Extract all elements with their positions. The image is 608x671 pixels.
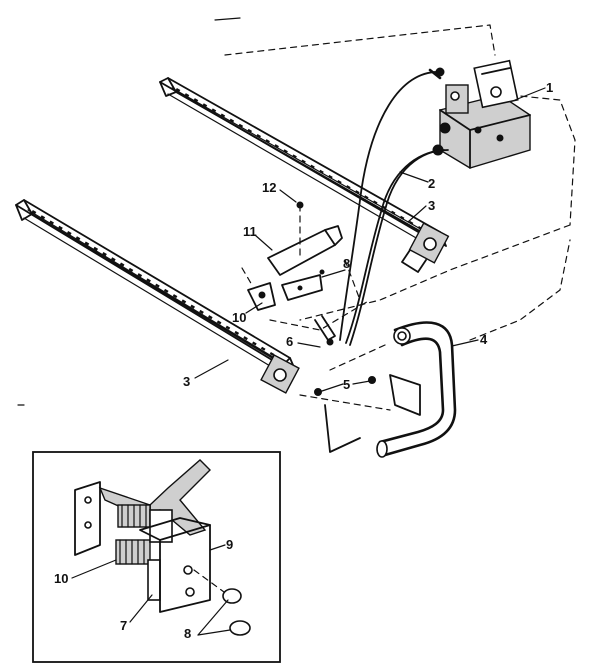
manifold-pipe: [324, 321, 457, 458]
upper-burner: [159, 77, 450, 273]
burner-port: [146, 278, 151, 283]
burner-port: [345, 185, 351, 190]
burner-port: [229, 118, 235, 123]
burner-port: [211, 108, 217, 113]
burner-port: [247, 128, 253, 133]
burner-port: [234, 330, 240, 336]
callout-3-lower: 3: [183, 374, 190, 389]
burner-port: [274, 144, 279, 149]
burner-port: [184, 93, 190, 98]
burner-port: [49, 220, 54, 225]
callout-1: 1: [546, 80, 553, 95]
burner-port: [40, 215, 46, 220]
burner-port: [31, 209, 37, 215]
burner-port: [102, 252, 107, 257]
burner-port: [283, 149, 288, 154]
screws: [314, 376, 376, 396]
callout-3-upper: 3: [428, 198, 435, 213]
assembly-outline: [17, 17, 576, 411]
burner-port: [363, 195, 369, 200]
burner-port: [119, 262, 125, 267]
burner-port: [172, 294, 178, 299]
burner-port: [111, 257, 116, 262]
burner-ports: [31, 209, 275, 357]
callout-5: 5: [343, 377, 350, 392]
burner-port: [137, 273, 143, 278]
burner-port: [408, 220, 414, 225]
callout-11: 11: [243, 224, 257, 239]
burner-port: [269, 351, 275, 357]
burner-port: [328, 174, 333, 179]
burner-port: [319, 169, 324, 174]
lower-burner: [15, 199, 300, 394]
burner-port: [58, 225, 63, 230]
inset-callout-7: 7: [120, 618, 127, 633]
main-callouts: 1 2 3 3 4 5 6 8 10 11 12: [183, 80, 553, 392]
burner-port: [238, 123, 244, 128]
burner-port: [93, 246, 99, 251]
burner-port: [155, 283, 160, 288]
burner-port: [75, 236, 81, 241]
gas-valve: [428, 59, 531, 169]
burner-port: [66, 230, 72, 236]
callout-4: 4: [480, 332, 488, 347]
burner-port: [199, 309, 204, 314]
burner-port: [256, 133, 261, 139]
burner-port: [207, 315, 213, 320]
burner-port: [301, 159, 306, 164]
inset-callout-9: 9: [226, 537, 233, 552]
callout-12: 12: [262, 180, 276, 195]
burner-port: [84, 241, 90, 246]
burner-port: [220, 113, 226, 118]
burner-port: [265, 139, 270, 144]
pilot-bracket-assembly: [241, 201, 343, 346]
burner-port: [354, 190, 360, 195]
detail-inset: 9 10 7 8: [32, 451, 281, 663]
burner-port: [225, 325, 231, 330]
burner-port: [260, 346, 266, 351]
burner-port: [202, 103, 208, 108]
burner-port: [128, 267, 134, 272]
pilot-tubing: [339, 71, 449, 346]
burner-port: [163, 288, 169, 293]
burner-port: [190, 304, 195, 309]
burner-port: [310, 164, 315, 169]
burner-port: [292, 154, 297, 159]
burner-port: [252, 341, 257, 346]
inset-callout-10: 10: [54, 571, 68, 586]
callout-2: 2: [428, 176, 435, 191]
inset-callout-8: 8: [184, 626, 191, 641]
burner-port: [216, 320, 222, 325]
burner-port: [399, 215, 405, 220]
burner-port: [390, 210, 396, 215]
burner-port: [243, 336, 248, 341]
burner-port: [175, 87, 181, 93]
burner-port: [181, 299, 187, 304]
burner-ports: [175, 87, 423, 231]
burner-port: [337, 179, 342, 185]
leader-lines: [194, 87, 546, 392]
burner-port: [193, 98, 199, 103]
callout-8: 8: [343, 256, 350, 271]
callout-10: 10: [232, 310, 246, 325]
burner-port: [372, 200, 378, 205]
callout-6: 6: [286, 334, 293, 349]
